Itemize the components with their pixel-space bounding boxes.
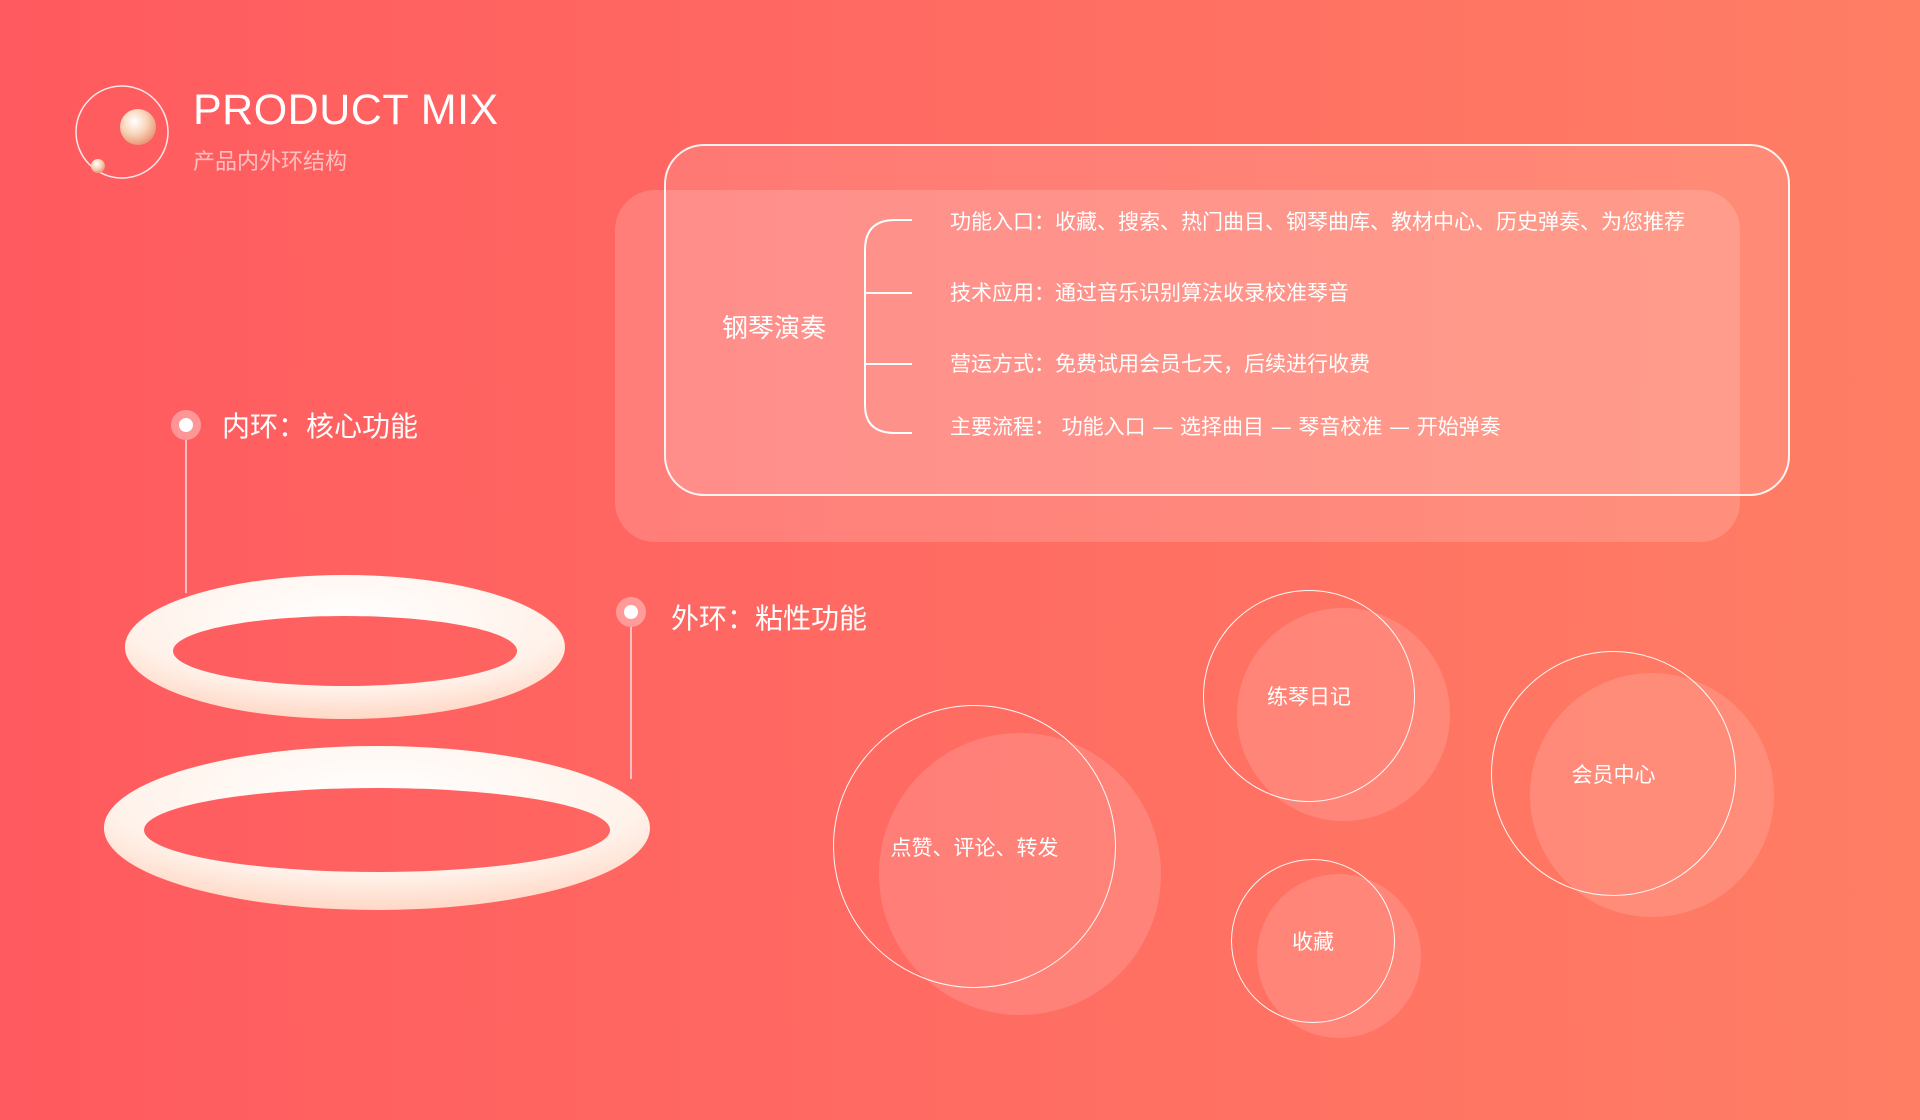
card-line-entry: 功能入口：收藏、搜索、热门曲目、钢琴曲库、教材中心、历史弹奏、为您推荐 [950,210,1685,234]
outer-ring [103,746,650,910]
bubble-practice-diary: 练琴日记 [1203,590,1415,802]
logo-orbit-icon [75,85,169,179]
card-line-operation: 营运方式：免费试用会员七天，后续进行收费 [950,352,1370,376]
card-line-tech: 技术应用：通过音乐识别算法收录校准琴音 [950,281,1349,305]
card-line-flow: 主要流程： 功能入口 — 选择曲目 — 琴音校准 — 开始弹奏 [950,415,1501,439]
core-feature-card [664,144,1790,496]
bubble-like-comment-share: 点赞、评论、转发 [833,705,1116,988]
bubble-label: 点赞、评论、转发 [890,835,1059,860]
bracket-connector [864,219,912,434]
inner-ring-marker [171,410,201,440]
inner-ring-leader-line [185,440,187,593]
bubble-favorites: 收藏 [1231,859,1395,1023]
product-rings-illustration [103,575,650,910]
card-backdrop [615,190,1740,542]
core-feature-title: 钢琴演奏 [722,314,827,344]
bubble-label: 练琴日记 [1267,685,1351,709]
outer-ring-marker [616,597,646,627]
bubble-membership-center: 会员中心 [1491,651,1736,896]
inner-ring-label: 内环：核心功能 [222,410,419,443]
outer-ring-label: 外环：粘性功能 [671,602,868,635]
bubble-label: 收藏 [1292,930,1334,954]
inner-ring [124,575,565,719]
page-title: PRODUCT MIX [193,86,499,134]
page-subtitle: 产品内外环结构 [193,150,348,175]
outer-ring-leader-line [630,627,632,779]
bubble-label: 会员中心 [1571,762,1656,787]
